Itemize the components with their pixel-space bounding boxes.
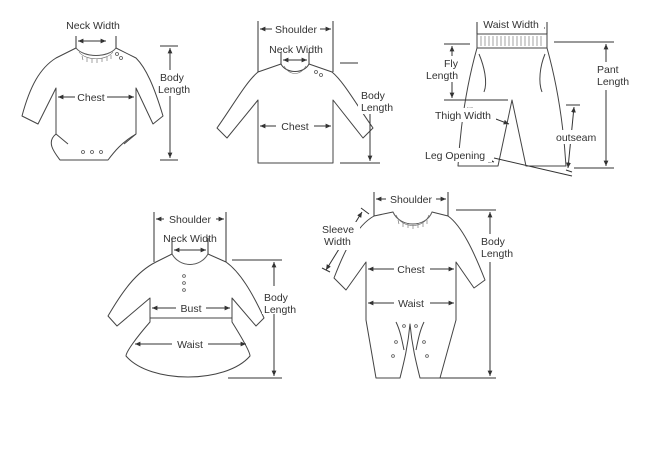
bodysuit-neck-rib — [75, 47, 117, 60]
shirt-dimensions — [257, 21, 396, 164]
pants-thigh-width-label: Thigh Width — [435, 110, 491, 122]
dress-outline — [107, 253, 265, 378]
romper-waist-label: Waist — [398, 298, 424, 310]
pants-fly-length-label-1: Fly — [444, 58, 459, 70]
romper-body-length-label-1: Body — [481, 236, 506, 248]
bodysuit-body-length-label-2: Length — [158, 84, 190, 96]
dress-figure — [107, 253, 265, 378]
pants-leg-opening-label: Leg Opening — [425, 150, 485, 162]
pants-pant-length-label-1: Pant — [597, 64, 619, 76]
dress-bust-label: Bust — [180, 303, 201, 315]
shirt-shoulder-label: Shoulder — [275, 24, 318, 36]
romper-body-length-label-2: Length — [481, 248, 513, 260]
dress-body-length-label-2: Length — [264, 304, 296, 316]
shirt-figure — [216, 63, 374, 164]
romper-chest-label: Chest — [397, 264, 425, 276]
shirt-chest-label: Chest — [281, 121, 309, 133]
dress-neck-width-label: Neck Width — [163, 233, 217, 245]
dress-body-length-label-1: Body — [264, 292, 289, 304]
bodysuit-neck-width-label: Neck Width — [66, 20, 120, 32]
romper-dimensions — [320, 192, 518, 379]
dress-shoulder-label: Shoulder — [169, 214, 212, 226]
dress-waist-label: Waist — [177, 339, 203, 351]
shirt-outline — [216, 63, 374, 164]
romper-sleeve-width-label-1: Sleeve — [322, 224, 354, 236]
bodysuit-body-length-label-1: Body — [160, 72, 185, 84]
romper-sleeve-width-label-2: Width — [324, 236, 351, 248]
pants-waistband — [476, 33, 548, 49]
shirt-neck-rib — [283, 65, 307, 74]
shirt-body-length-label-1: Body — [361, 90, 386, 102]
shirt-body-length-label-2: Length — [361, 102, 393, 114]
dress-neck-rib — [171, 253, 209, 265]
dress-dimensions — [135, 212, 302, 379]
romper-figure — [333, 211, 486, 379]
pants-outseam-label: outseam — [556, 132, 597, 144]
pants-waist-width-label: Waist Width — [483, 19, 539, 31]
romper-outline — [333, 211, 486, 379]
shirt-neck-width-label: Neck Width — [269, 44, 323, 56]
romper-shoulder-label: Shoulder — [390, 194, 433, 206]
bodysuit-dimensions — [58, 36, 192, 161]
pants-dimensions — [424, 18, 634, 177]
pants-outline — [457, 33, 567, 167]
pants-fly-length-label-2: Length — [426, 70, 458, 82]
pants-figure — [457, 33, 567, 167]
pants-pant-length-label-2: Length — [597, 76, 629, 88]
bodysuit-chest-label: Chest — [77, 92, 105, 104]
